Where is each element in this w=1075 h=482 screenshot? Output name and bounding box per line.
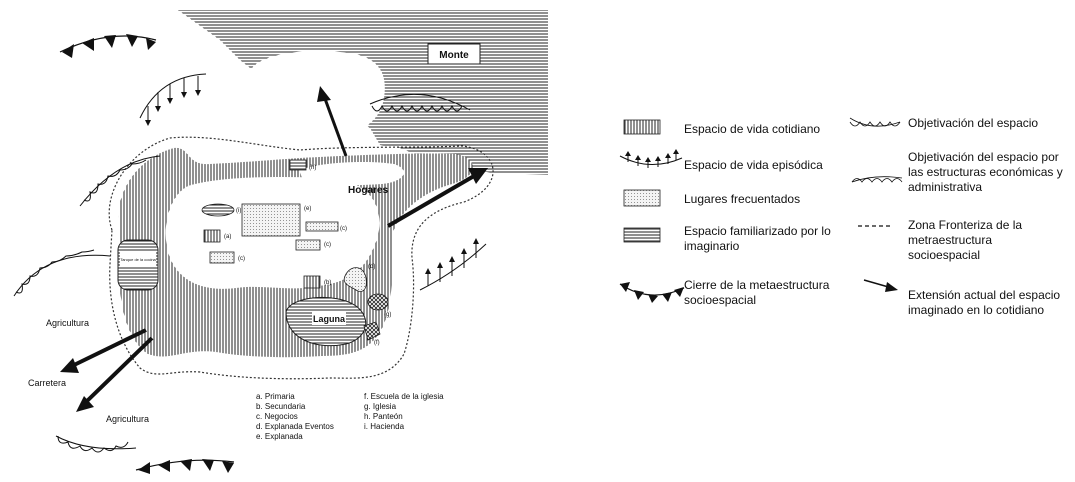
place-c1 bbox=[305, 221, 339, 232]
laguna-label-bg bbox=[312, 312, 346, 325]
place-e bbox=[241, 203, 301, 237]
key-item-h: h. Panteón bbox=[364, 412, 403, 421]
key-item-b: b. Secundaria bbox=[256, 402, 306, 411]
legend-zona-fronteriza: Zona Fronteriza de la metraestructura so… bbox=[908, 218, 1023, 262]
key-item-a: a. Primaria bbox=[256, 392, 295, 401]
monte-clearing bbox=[248, 50, 385, 137]
legend-symbol-familiarizado bbox=[623, 227, 661, 243]
place-i bbox=[201, 203, 235, 217]
north-lobe-white bbox=[300, 162, 404, 186]
frontier-boundary bbox=[108, 136, 494, 380]
marker-c1: (c) bbox=[340, 226, 347, 232]
monte-label-box bbox=[427, 43, 481, 65]
marker-h: (h) bbox=[309, 165, 316, 171]
legend-vida-cotidiana: Espacio de vida cotidiano bbox=[684, 122, 821, 136]
marker-f: (f) bbox=[374, 340, 380, 346]
marker-b: (b) bbox=[324, 280, 331, 286]
legend-symbol-lugares bbox=[623, 189, 661, 207]
tanque-label: Tanque de la cocina bbox=[120, 257, 156, 262]
key-item-g: g. Iglesia bbox=[364, 402, 397, 411]
legend-symbol-objetivacion-estructuras bbox=[851, 176, 903, 183]
agricultura-top-label: Agricultura bbox=[46, 318, 89, 328]
episodic-arcs bbox=[139, 73, 487, 291]
legend-familiarizado: Espacio familiarizado por lo imaginario bbox=[684, 224, 831, 253]
key-list-left: a. Primaria b. Secundaria c. Negocios d.… bbox=[256, 392, 334, 442]
marker-e: (e) bbox=[304, 206, 311, 212]
legend-symbol-cierre bbox=[619, 282, 685, 303]
legend-symbol-objetivacion bbox=[849, 117, 901, 127]
monte-label: Monte bbox=[439, 50, 469, 61]
hogares-label: Hogares bbox=[348, 185, 388, 196]
key-item-c: c. Negocios bbox=[256, 412, 298, 421]
legend-objetivacion: Objetivación del espacio bbox=[908, 116, 1039, 130]
place-c3 bbox=[209, 251, 235, 264]
legend-extension: Extensión actual del espacio imaginado e… bbox=[908, 288, 1061, 317]
agricultura-bottom-label: Agricultura bbox=[106, 414, 149, 424]
key-list-right: f. Escuela de la iglesia g. Iglesia h. P… bbox=[364, 392, 444, 432]
legend-cierre: Cierre de la metaestructura socioespacia… bbox=[684, 278, 830, 307]
marker-d: (d) bbox=[368, 264, 375, 270]
objetivacion-arcs bbox=[13, 93, 471, 453]
marker-c2: (c) bbox=[324, 242, 331, 248]
legend-symbols bbox=[619, 117, 903, 303]
marker-c3: (c) bbox=[238, 256, 245, 262]
place-a bbox=[203, 229, 221, 243]
key-item-e: e. Explanada bbox=[256, 432, 303, 441]
place-d bbox=[343, 267, 367, 292]
carretera-label: Carretera bbox=[28, 378, 66, 388]
tanque-label-bg bbox=[120, 252, 156, 266]
legend-symbol-vida-episodica bbox=[619, 149, 683, 168]
cierre-arcs bbox=[59, 34, 235, 474]
key-item-f: f. Escuela de la iglesia bbox=[364, 392, 444, 401]
laguna-label: Laguna bbox=[313, 314, 346, 324]
legend-symbol-vida-cotidiana bbox=[623, 119, 661, 135]
legend-symbol-extension bbox=[863, 279, 898, 292]
marker-a: (a) bbox=[224, 234, 231, 240]
extension-arrows bbox=[60, 86, 488, 412]
legend-vida-episodica: Espacio de vida episódica bbox=[684, 158, 823, 172]
place-c2 bbox=[295, 239, 321, 251]
place-f bbox=[363, 321, 381, 341]
key-item-i: i. Hacienda bbox=[364, 422, 405, 431]
place-b bbox=[303, 275, 321, 289]
legend-lugares-frecuentados: Lugares frecuentados bbox=[684, 192, 801, 206]
marker-g: (g) bbox=[384, 312, 391, 318]
place-h bbox=[289, 159, 307, 171]
place-g bbox=[367, 293, 389, 311]
legend-objetivacion-estructuras: Objetivación del espacio por las estruct… bbox=[908, 150, 1063, 194]
episodic-arrowheads bbox=[145, 90, 479, 274]
key-item-d: d. Explanada Eventos bbox=[256, 422, 334, 431]
marker-i: (i) bbox=[236, 208, 241, 214]
